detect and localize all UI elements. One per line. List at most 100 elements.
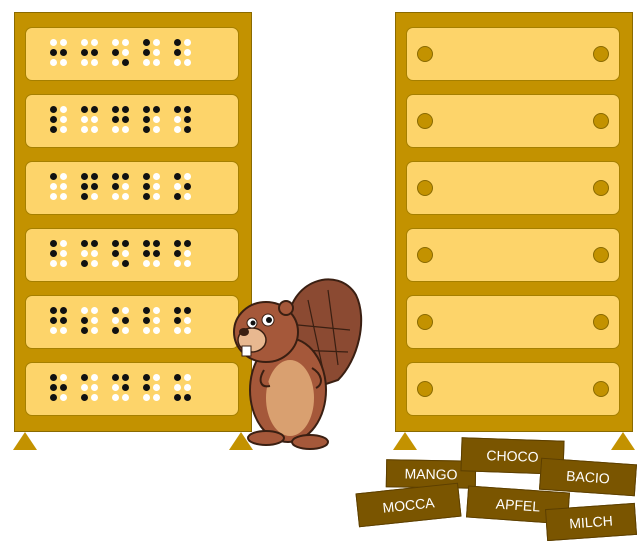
braille-dot bbox=[174, 193, 181, 200]
braille-dot bbox=[91, 59, 98, 66]
braille-dot bbox=[112, 394, 119, 401]
braille-cell bbox=[50, 173, 67, 200]
braille-label bbox=[50, 240, 191, 267]
flavor-card[interactable]: MILCH bbox=[545, 503, 637, 541]
braille-dot bbox=[91, 384, 98, 391]
braille-dot bbox=[184, 116, 191, 123]
braille-dot bbox=[184, 59, 191, 66]
braille-dot bbox=[112, 173, 119, 180]
braille-dot bbox=[174, 173, 181, 180]
empty-drawer[interactable] bbox=[406, 94, 620, 148]
empty-drawer[interactable] bbox=[406, 295, 620, 349]
braille-dot bbox=[143, 126, 150, 133]
braille-dot bbox=[153, 193, 160, 200]
knob-icon bbox=[593, 180, 609, 196]
braille-cell bbox=[81, 307, 98, 334]
braille-dot bbox=[50, 183, 57, 190]
braille-drawer[interactable] bbox=[25, 94, 239, 148]
braille-cell bbox=[143, 374, 160, 401]
braille-dot bbox=[50, 59, 57, 66]
braille-cell bbox=[174, 374, 191, 401]
card-label: MOCCA bbox=[382, 494, 436, 515]
empty-drawer[interactable] bbox=[406, 362, 620, 416]
braille-label bbox=[50, 307, 191, 334]
braille-dot bbox=[81, 173, 88, 180]
braille-dot bbox=[143, 394, 150, 401]
knob-icon bbox=[593, 247, 609, 263]
empty-drawer[interactable] bbox=[406, 228, 620, 282]
braille-dot bbox=[153, 126, 160, 133]
braille-dot bbox=[91, 106, 98, 113]
braille-cell bbox=[81, 240, 98, 267]
braille-dot bbox=[122, 394, 129, 401]
braille-dot bbox=[174, 106, 181, 113]
knob-icon bbox=[593, 113, 609, 129]
braille-dot bbox=[184, 126, 191, 133]
card-label: MILCH bbox=[569, 513, 614, 532]
braille-dot bbox=[112, 374, 119, 381]
braille-dot bbox=[60, 394, 67, 401]
braille-dot bbox=[91, 116, 98, 123]
braille-cell bbox=[112, 240, 129, 267]
braille-drawer[interactable] bbox=[25, 295, 239, 349]
braille-dot bbox=[50, 106, 57, 113]
braille-dot bbox=[153, 59, 160, 66]
braille-cell bbox=[81, 374, 98, 401]
braille-dot bbox=[122, 250, 129, 257]
braille-dot bbox=[91, 193, 98, 200]
braille-dot bbox=[184, 307, 191, 314]
flavor-card[interactable]: MOCCA bbox=[356, 483, 462, 528]
shelf-foot bbox=[611, 432, 635, 450]
braille-dot bbox=[112, 307, 119, 314]
braille-cell bbox=[112, 173, 129, 200]
braille-dot bbox=[60, 384, 67, 391]
braille-cell bbox=[143, 307, 160, 334]
knob-icon bbox=[593, 381, 609, 397]
braille-drawer[interactable] bbox=[25, 27, 239, 81]
braille-dot bbox=[112, 116, 119, 123]
braille-dot bbox=[184, 260, 191, 267]
braille-dot bbox=[91, 394, 98, 401]
braille-dot bbox=[143, 183, 150, 190]
empty-drawer[interactable] bbox=[406, 27, 620, 81]
braille-cell bbox=[50, 106, 67, 133]
braille-dot bbox=[143, 39, 150, 46]
braille-dot bbox=[81, 240, 88, 247]
braille-dot bbox=[153, 183, 160, 190]
braille-dot bbox=[60, 183, 67, 190]
braille-dot bbox=[184, 240, 191, 247]
braille-label bbox=[50, 173, 191, 200]
braille-dot bbox=[174, 126, 181, 133]
braille-dot bbox=[174, 39, 181, 46]
braille-dot bbox=[122, 374, 129, 381]
braille-dot bbox=[184, 384, 191, 391]
braille-dot bbox=[122, 193, 129, 200]
braille-dot bbox=[153, 173, 160, 180]
braille-dot bbox=[112, 106, 119, 113]
braille-dot bbox=[143, 327, 150, 334]
braille-dot bbox=[50, 173, 57, 180]
braille-cell bbox=[174, 307, 191, 334]
braille-drawer[interactable] bbox=[25, 161, 239, 215]
braille-drawer[interactable] bbox=[25, 228, 239, 282]
braille-dot bbox=[184, 183, 191, 190]
braille-dot bbox=[153, 307, 160, 314]
braille-dot bbox=[91, 173, 98, 180]
braille-cell bbox=[112, 39, 129, 66]
empty-drawer[interactable] bbox=[406, 161, 620, 215]
card-label: MANGO bbox=[404, 466, 457, 483]
braille-dot bbox=[153, 327, 160, 334]
braille-dot bbox=[112, 317, 119, 324]
braille-dot bbox=[112, 59, 119, 66]
braille-dot bbox=[122, 307, 129, 314]
braille-dot bbox=[60, 307, 67, 314]
braille-dot bbox=[60, 374, 67, 381]
braille-dot bbox=[50, 394, 57, 401]
braille-cell bbox=[174, 240, 191, 267]
braille-dot bbox=[143, 193, 150, 200]
braille-dot bbox=[143, 307, 150, 314]
braille-dot bbox=[112, 384, 119, 391]
braille-drawer[interactable] bbox=[25, 362, 239, 416]
braille-dot bbox=[174, 240, 181, 247]
braille-dot bbox=[174, 59, 181, 66]
